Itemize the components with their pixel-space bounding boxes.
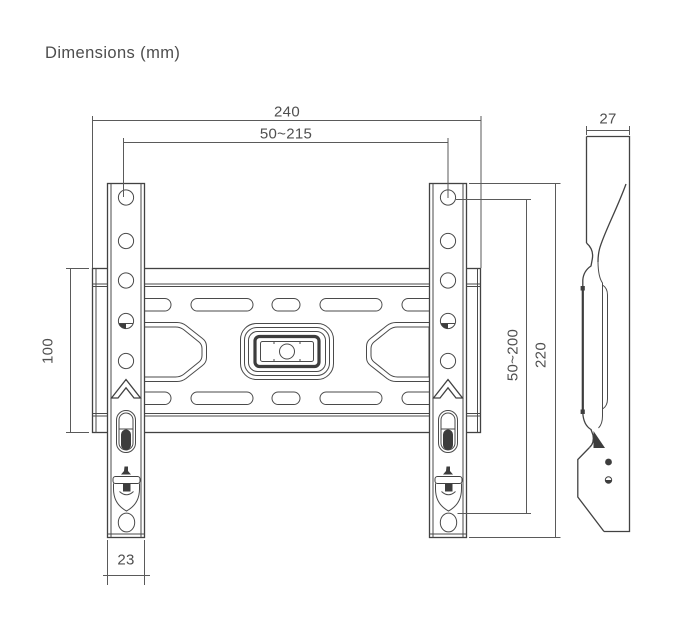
octagon-cutout-right bbox=[366, 322, 434, 382]
arm-bottom-hole bbox=[439, 512, 458, 533]
dim-label-hole-width-range: 50~215 bbox=[259, 125, 313, 143]
hook-clip-icon bbox=[112, 466, 141, 512]
center-boss bbox=[240, 323, 334, 380]
page-title: Dimensions (mm) bbox=[45, 44, 181, 62]
screw-hole-icon bbox=[117, 312, 135, 330]
dim-label-arm-width: 23 bbox=[117, 551, 135, 569]
mounting-arm-left bbox=[106, 182, 146, 539]
dim-label-hole-height-range: 50~200 bbox=[504, 328, 522, 382]
side-view bbox=[577, 135, 631, 533]
dim-label-plate-height: 100 bbox=[39, 338, 57, 364]
dim-line-arm-width bbox=[103, 540, 150, 585]
arm-hole bbox=[117, 352, 135, 370]
dim-line-overall-width bbox=[92, 116, 482, 268]
dim-label-overall-width: 240 bbox=[274, 103, 300, 121]
bolt-slot bbox=[116, 410, 136, 453]
arm-hole bbox=[439, 232, 457, 250]
center-hole bbox=[279, 343, 295, 360]
arm-hole bbox=[117, 272, 135, 289]
dim-line-hole-height-range bbox=[456, 199, 531, 514]
chevron-logo-icon bbox=[432, 378, 464, 399]
dim-line-arm-height bbox=[469, 183, 561, 538]
hook-clip-icon bbox=[434, 466, 463, 512]
front-view bbox=[91, 182, 482, 539]
dimension-lines bbox=[66, 116, 630, 585]
octagon-cutout-left bbox=[139, 322, 207, 382]
arm-hole bbox=[439, 352, 457, 370]
dim-line-depth bbox=[586, 126, 630, 135]
arm-hole bbox=[117, 232, 135, 250]
dim-line-hole-width-range bbox=[123, 138, 449, 198]
bolt-slot bbox=[438, 410, 458, 453]
dim-line-plate-height bbox=[66, 268, 89, 433]
side-screw-icon bbox=[605, 458, 612, 466]
screw-hole-icon bbox=[439, 312, 457, 330]
arm-hole bbox=[117, 189, 135, 206]
dim-label-arm-height: 220 bbox=[532, 342, 550, 368]
mounting-arm-right bbox=[428, 182, 468, 539]
wall-plate bbox=[91, 267, 482, 434]
dim-label-depth: 27 bbox=[599, 110, 617, 128]
plate-slots-top bbox=[133, 298, 440, 312]
chevron-logo-icon bbox=[110, 378, 142, 399]
arm-bottom-hole bbox=[117, 512, 136, 533]
arm-hole bbox=[439, 272, 457, 289]
plate-slots-bottom bbox=[133, 391, 440, 405]
